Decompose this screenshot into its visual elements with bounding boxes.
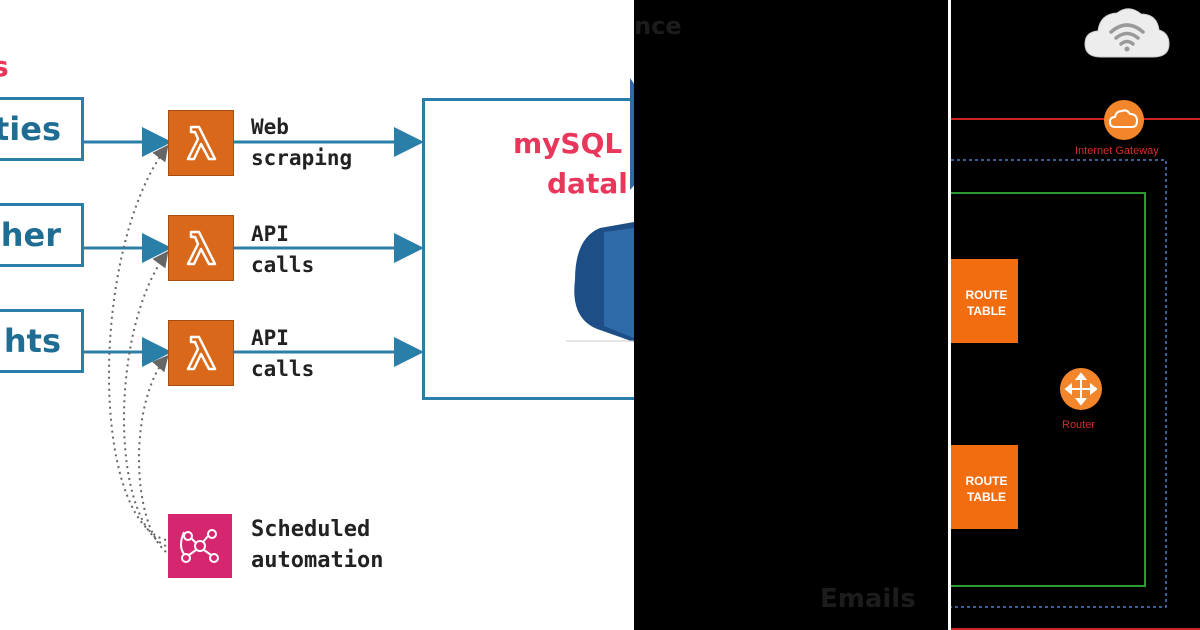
database-title-line1: mySQL [513,127,623,160]
internet-gateway-label: Internet Gateway [1075,145,1159,157]
lambda-icon [168,320,234,386]
eventbridge-icon [168,514,232,578]
connector-arrows [81,127,424,553]
source-box-1: ties [0,97,84,161]
scheduler-label-line1: Scheduled [251,517,371,542]
wifi-cloud-icon [1081,2,1171,62]
lambda-2-label: API calls [251,219,314,281]
database-title-line2: datal [547,167,628,200]
source-box-2: her [0,203,84,267]
lambda-icon [168,215,234,281]
route-table-1: ROUTE TABLE [951,259,1018,343]
source-label-3: hts [3,322,61,360]
trigger-curve-2 [123,250,169,547]
lambda-1-label: Web scraping [251,112,352,174]
route-table-1-line1: ROUTE [965,288,1008,302]
route-table-2-line2: TABLE [966,490,1007,504]
trigger-curve-3 [138,354,169,553]
route-table-1-label: ROUTE TABLE [951,287,1018,319]
route-table-2: ROUTE TABLE [951,445,1018,529]
lambda-3-label-line1: API [251,326,289,350]
scheduler-label: Scheduled automation [251,514,383,576]
vpc-network-panel: Internet Gateway ROUTE TABLE ROUTE TABLE… [951,0,1200,630]
lambda-2-label-line1: API [251,222,289,246]
vpc-boundaries [951,118,1200,630]
router-icon [1060,368,1102,410]
dark-middle-panel: nce Emails [634,0,948,630]
partial-heading: nce [634,12,682,40]
lambda-icon [168,110,234,176]
source-label-2: her [0,216,61,254]
source-box-3: hts [0,309,84,373]
lambda-2-label-line2: calls [251,253,315,277]
panel-title-fragment: s [0,50,9,83]
route-table-2-label: ROUTE TABLE [951,473,1018,505]
lambda-pipeline-panel: s ties her hts [0,50,634,578]
lambda-3-label-line2: calls [251,357,315,381]
database-icon [566,78,634,342]
lambda-3-label: API calls [251,323,314,385]
emails-label: Emails [820,584,916,614]
internet-gateway-icon [1104,100,1144,140]
source-label-1: ties [0,110,61,148]
lambda-1-label-line2: scraping [251,146,353,170]
route-table-2-line1: ROUTE [965,474,1008,488]
scheduler-label-line2: automation [251,548,384,573]
route-table-1-line2: TABLE [966,304,1007,318]
panel-divider [948,0,951,630]
router-label: Router [1062,419,1096,431]
lambda-1-label-line1: Web [251,115,289,139]
